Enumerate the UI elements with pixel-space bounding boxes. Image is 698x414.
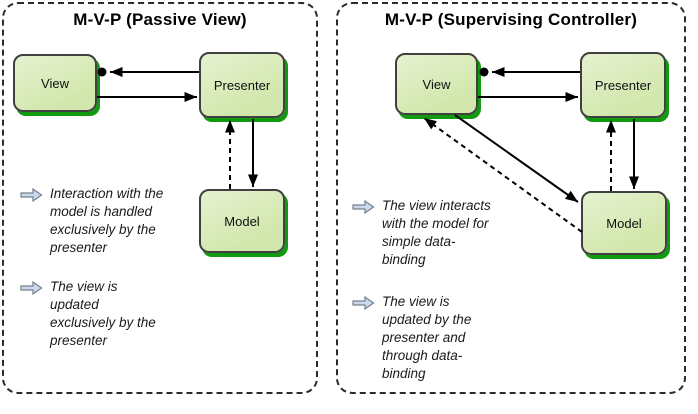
node-model: Model <box>199 189 285 253</box>
panel-passive-view: M-V-P (Passive View) View Presenter Mode… <box>2 2 318 394</box>
block-arrow-icon <box>20 280 43 296</box>
node-presenter-label: Presenter <box>594 77 652 93</box>
node-presenter: Presenter <box>580 52 666 118</box>
node-model: Model <box>581 191 667 255</box>
arrow-view-to-model <box>454 114 579 203</box>
note-view-updated: The view is updated exclusively by the p… <box>20 278 156 350</box>
block-arrow-icon <box>352 199 375 215</box>
block-arrow-icon <box>20 187 43 203</box>
node-presenter: Presenter <box>199 52 285 118</box>
node-model-label: Model <box>606 215 642 231</box>
node-presenter-label: Presenter <box>213 77 271 93</box>
node-view-label: View <box>422 76 451 92</box>
note-text: The view is updated by the presenter and… <box>382 294 472 381</box>
note-text: The view interacts with the model for si… <box>382 198 491 267</box>
panel-title: M-V-P (Passive View) <box>73 10 247 29</box>
note-interaction: Interaction with the model is handled ex… <box>20 185 163 257</box>
node-model-label: Model <box>224 213 260 229</box>
node-view-label: View <box>41 75 69 91</box>
node-view: View <box>13 54 97 112</box>
note-text: Interaction with the model is handled ex… <box>50 186 164 255</box>
observer-dot <box>97 67 107 77</box>
observer-dot <box>479 67 489 77</box>
block-arrow-icon <box>352 295 375 311</box>
node-view: View <box>395 53 478 115</box>
note-view-interacts: The view interacts with the model for si… <box>352 197 491 269</box>
panel-title: M-V-P (Supervising Controller) <box>384 10 638 29</box>
panel-supervising-controller: M-V-P (Supervising Controller) View Pres… <box>336 2 686 394</box>
note-view-updated: The view is updated by the presenter and… <box>352 293 471 383</box>
note-text: The view is updated exclusively by the p… <box>50 279 156 348</box>
